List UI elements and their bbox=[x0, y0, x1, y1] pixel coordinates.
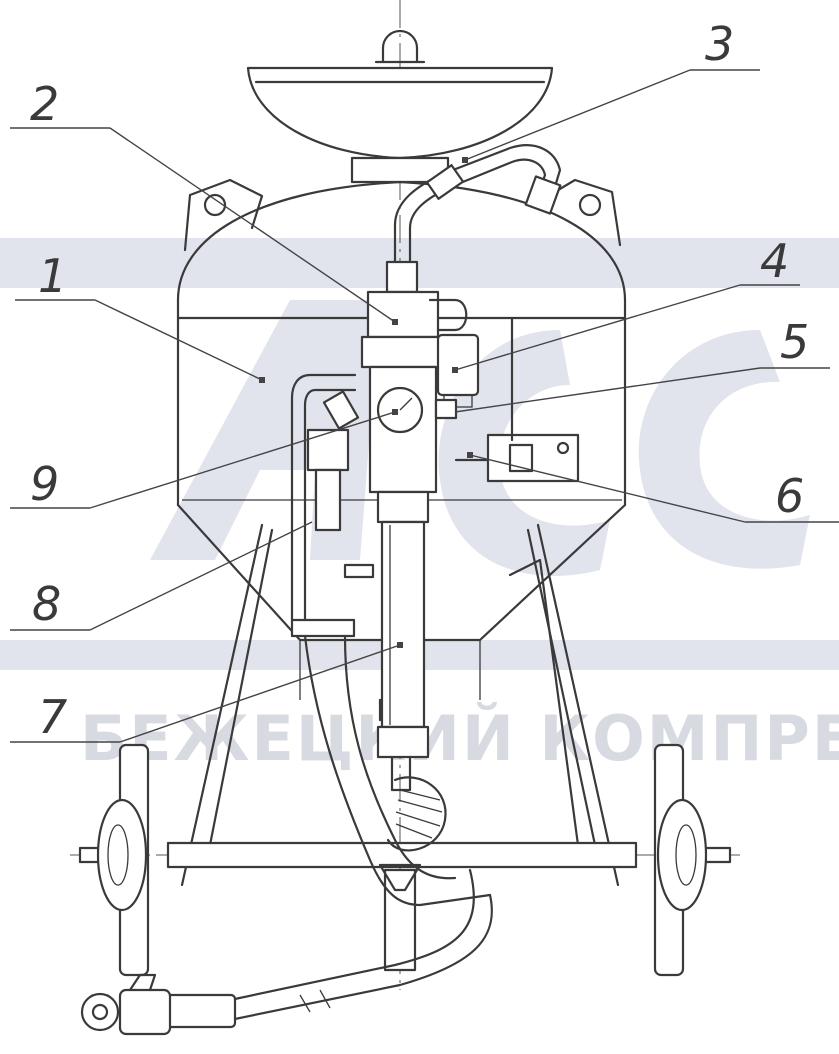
callout-3: 3 bbox=[705, 17, 734, 71]
bottom-valve bbox=[386, 776, 447, 852]
solenoid bbox=[436, 333, 480, 408]
lifting-eye bbox=[374, 29, 426, 64]
regulator-body bbox=[368, 365, 458, 524]
watermark-logo-c1 bbox=[438, 330, 610, 576]
callout-2: 2 bbox=[30, 77, 59, 131]
bracket-switch bbox=[454, 316, 580, 483]
nozzle bbox=[80, 973, 237, 1036]
left-piping bbox=[290, 373, 375, 638]
callout-5: 5 bbox=[780, 315, 809, 369]
callout-7: 7 bbox=[38, 690, 67, 744]
callout-6: 6 bbox=[775, 469, 804, 523]
callout-4: 4 bbox=[760, 234, 789, 288]
support-foot bbox=[378, 863, 422, 972]
watermark-text: БЕЖЕЦКИЙ КОМПРЕ bbox=[80, 702, 839, 775]
watermark: БЕЖЕЦКИЙ КОМПРЕ bbox=[0, 238, 839, 775]
watermark-logo-c2 bbox=[638, 330, 810, 569]
valve-block bbox=[360, 290, 468, 369]
callout-8: 8 bbox=[32, 577, 61, 631]
frame-legs bbox=[180, 523, 620, 887]
blast-hose bbox=[228, 634, 493, 1022]
watermark-band bbox=[0, 238, 839, 288]
right-wheel bbox=[653, 743, 708, 977]
tank-head bbox=[176, 178, 627, 302]
callout-9: 9 bbox=[30, 457, 59, 511]
left-wheel bbox=[96, 743, 150, 977]
top-hose bbox=[385, 144, 562, 294]
axle bbox=[78, 841, 732, 869]
central-tube bbox=[376, 520, 430, 792]
callout-labels: 1 2 3 4 5 6 7 8 9 bbox=[30, 17, 809, 744]
callout-1: 1 bbox=[38, 249, 67, 303]
leader-lines bbox=[10, 69, 839, 743]
